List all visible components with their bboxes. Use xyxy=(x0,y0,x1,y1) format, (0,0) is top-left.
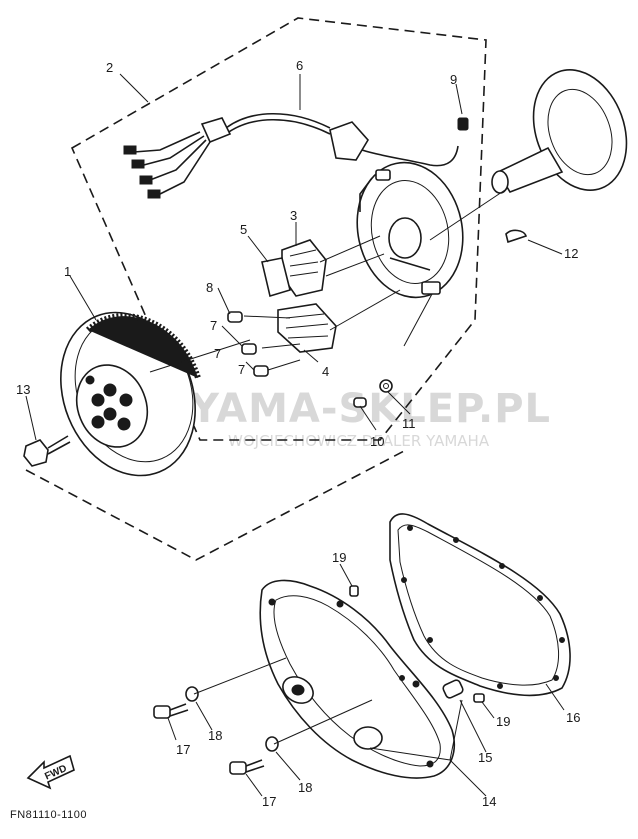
callout-19a: 19 xyxy=(332,550,346,565)
washer-11 xyxy=(379,379,393,393)
dowel-pin xyxy=(442,679,464,699)
screw-7a xyxy=(241,343,257,355)
screw-9 xyxy=(457,117,469,131)
watermark-subtitle: WOJCIECHOWICZ DEALER YAMAHA xyxy=(228,432,490,450)
callout-8: 8 xyxy=(206,280,213,295)
callout-16: 16 xyxy=(566,710,580,725)
crankcase-cover xyxy=(259,579,456,779)
callout-5: 5 xyxy=(240,222,247,237)
flywheel-rotor xyxy=(60,311,251,477)
callout-10: 10 xyxy=(370,434,384,449)
screw-7b xyxy=(253,365,269,377)
washer-18b xyxy=(265,736,279,752)
callout-7b: 7 xyxy=(214,346,221,361)
callout-17b: 17 xyxy=(262,794,276,809)
callout-6: 6 xyxy=(296,58,303,73)
woodruff-key xyxy=(505,229,528,244)
callout-12: 12 xyxy=(564,246,578,261)
callout-9: 9 xyxy=(450,72,457,87)
stator-assembly-boundary xyxy=(70,17,487,441)
callout-1: 1 xyxy=(64,264,71,279)
watermark-title: YAMA-SKLEP.PL xyxy=(189,386,551,432)
callout-3: 3 xyxy=(290,208,297,223)
callout-15: 15 xyxy=(478,750,492,765)
callout-18a: 18 xyxy=(208,728,222,743)
callout-4: 4 xyxy=(322,364,329,379)
pickup-coil xyxy=(261,239,327,298)
callout-17a: 17 xyxy=(176,742,190,757)
screw-8 xyxy=(227,311,243,323)
callout-numbers: 1 2 3 4 5 6 7 7 7 8 9 10 11 12 13 14 15 … xyxy=(16,58,580,809)
fwd-arrow: FWD xyxy=(26,754,75,790)
stator-mount-lines xyxy=(243,235,401,371)
crankshaft-end xyxy=(429,69,628,241)
rotor-bolt xyxy=(23,435,71,467)
callout-19b: 19 xyxy=(496,714,510,729)
callout-11: 11 xyxy=(402,416,416,431)
charge-coil xyxy=(277,303,337,353)
watermark: YAMA-SKLEP.PL WOJCIECHOWICZ DEALER YAMAH… xyxy=(79,381,551,459)
wire-harness xyxy=(123,113,459,199)
callout-13: 13 xyxy=(16,382,30,397)
screw-19b xyxy=(473,693,485,703)
crankcase-gasket xyxy=(389,513,571,697)
stator-plate xyxy=(356,161,464,299)
cover-group-boundary xyxy=(25,449,407,561)
bolt-17a xyxy=(153,703,189,719)
bolt-17b xyxy=(229,759,265,775)
figure-code: FN81110-1100 xyxy=(10,809,87,821)
callout-7c: 7 xyxy=(238,362,245,377)
screw-10 xyxy=(353,397,367,408)
screw-19a xyxy=(349,585,359,597)
washer-18a xyxy=(185,686,199,702)
leader-lines xyxy=(25,73,565,797)
callout-7a: 7 xyxy=(210,318,217,333)
callout-14: 14 xyxy=(482,794,496,809)
callout-2: 2 xyxy=(106,60,113,75)
callout-18b: 18 xyxy=(298,780,312,795)
